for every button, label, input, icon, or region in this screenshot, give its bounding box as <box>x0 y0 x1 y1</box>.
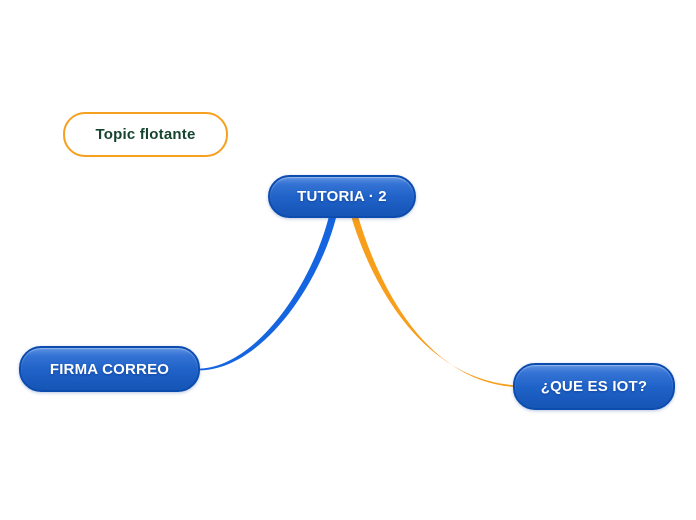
floating-topic-node[interactable]: Topic flotante <box>63 112 228 157</box>
left-subtopic-label: FIRMA CORREO <box>49 360 170 378</box>
right-subtopic-node[interactable]: ¿QUE ES IOT? <box>513 363 675 410</box>
floating-topic-label: Topic flotante <box>95 126 196 143</box>
central-topic-label: TUTORIA · 2 <box>297 188 387 205</box>
branch-to-que-es-iot <box>351 216 513 387</box>
branch-to-firma-correo <box>200 216 337 371</box>
left-subtopic-node[interactable]: FIRMA CORREO <box>19 346 200 392</box>
central-topic-node[interactable]: TUTORIA · 2 <box>268 175 416 218</box>
right-subtopic-label: ¿QUE ES IOT? <box>540 378 648 395</box>
